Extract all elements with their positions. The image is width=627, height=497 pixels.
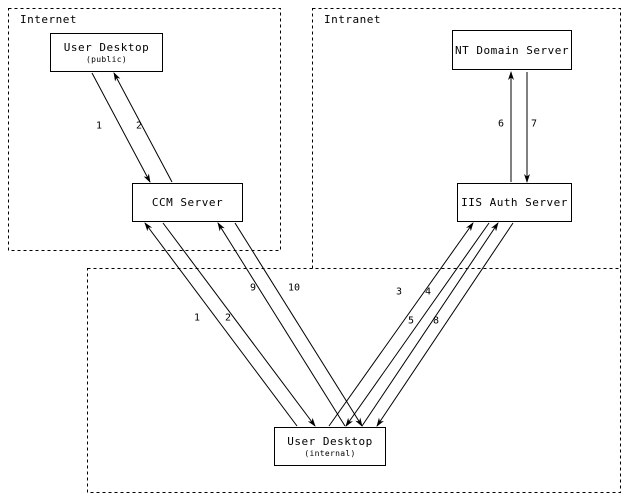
node-title-user-desktop-internal: User Desktop [287, 434, 373, 448]
connector-edge-5 [361, 222, 499, 427]
edge-label-edge-7: 7 [530, 118, 538, 130]
node-subtitle-user-desktop-public: (public) [86, 54, 127, 64]
edge-label-edge-1-internal: 1 [193, 312, 201, 324]
connector-edge-9 [217, 222, 346, 427]
node-title-ccm-server: CCM Server [151, 196, 224, 209]
connector-edge-8 [376, 222, 514, 427]
node-ccm-server[interactable]: CCM Server [132, 183, 243, 222]
edge-label-edge-3: 3 [395, 286, 403, 298]
edge-label-edge-2-internal: 2 [224, 312, 232, 324]
zone-label-internet: Internet [20, 13, 77, 26]
zone-internal [87, 268, 621, 493]
edge-label-edge-1-public: 1 [95, 120, 103, 132]
connector-edge-2-internal [162, 222, 316, 427]
edge-label-edge-2-public: 2 [135, 120, 143, 132]
zone-boundaries [8, 8, 621, 493]
node-title-user-desktop-public: User Desktop [63, 40, 150, 54]
node-nt-domain-server[interactable]: NT Domain Server [452, 30, 572, 70]
connector-edge-1-internal [144, 222, 298, 427]
node-user-desktop-public[interactable]: User Desktop(public) [50, 33, 163, 72]
node-title-iis-auth-server: IIS Auth Server [461, 196, 568, 209]
edge-label-edge-10: 10 [287, 282, 301, 294]
edge-label-edge-5: 5 [407, 315, 415, 327]
edge-label-edge-8: 8 [432, 315, 440, 327]
zone-internet [8, 8, 281, 251]
node-subtitle-user-desktop-internal: (internal) [304, 448, 356, 458]
connector-edge-10 [234, 222, 363, 427]
connector-edge-3 [328, 222, 474, 427]
zone-label-intranet: Intranet [324, 13, 381, 26]
connector-edge-2-public [113, 72, 173, 183]
connector-edge-4 [345, 222, 490, 427]
edge-label-edge-4: 4 [424, 286, 432, 298]
edge-label-edge-6: 6 [497, 118, 505, 130]
node-iis-auth-server[interactable]: IIS Auth Server [457, 183, 572, 222]
connector-edge-1-public [91, 72, 151, 183]
edge-label-edge-9: 9 [249, 282, 257, 294]
node-title-nt-domain-server: NT Domain Server [455, 43, 569, 57]
node-user-desktop-internal[interactable]: User Desktop(internal) [274, 427, 386, 466]
connector-lines [91, 71, 530, 427]
